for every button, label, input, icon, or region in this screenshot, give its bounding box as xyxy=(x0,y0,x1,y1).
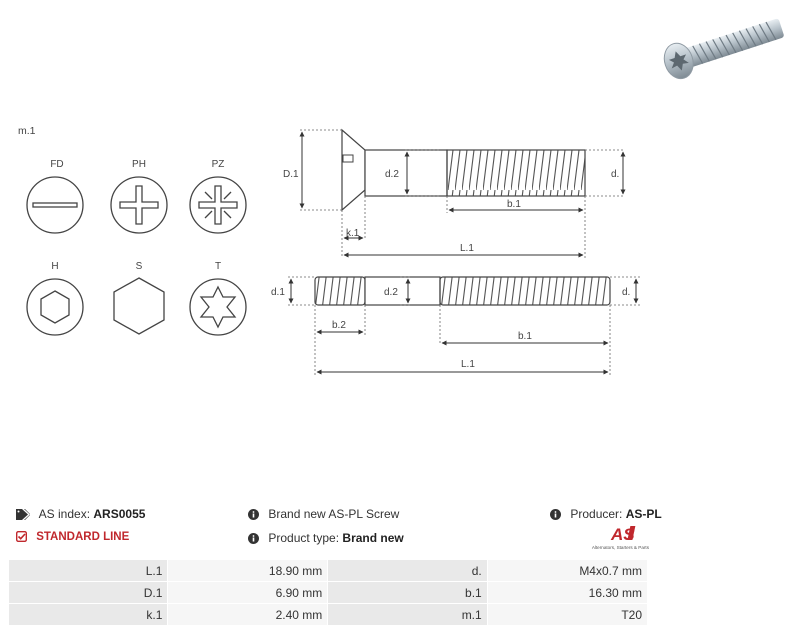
technical-drawing: m.1 FD PH PZ H S T xyxy=(18,125,640,375)
dim-label-bottom-d1: d.1 xyxy=(271,287,285,298)
drive-label-s: S xyxy=(136,261,143,272)
info-circle-icon xyxy=(248,509,259,521)
producer-label: Producer: xyxy=(570,507,623,521)
spec-value: T20 xyxy=(486,603,649,626)
brand-new-text: Brand new AS-PL Screw xyxy=(268,507,400,521)
spec-key: D.1 xyxy=(7,581,169,604)
product-type-label: Product type: xyxy=(268,531,340,545)
dim-label-top-k1: k.1 xyxy=(346,228,360,239)
spec-value: 18.90 mm xyxy=(167,559,329,582)
info-circle-icon xyxy=(248,533,259,545)
spec-table: L.1 18.90 mm d. M4x0.7 mm D.1 6.90 mm b.… xyxy=(7,559,649,626)
slotted-drive-icon xyxy=(26,176,84,234)
dim-label-top-d: d. xyxy=(611,169,619,180)
producer-value: AS-PL xyxy=(625,507,662,521)
info-circle-icon xyxy=(550,509,561,521)
drive-label-ph: PH xyxy=(132,159,146,170)
torx-drive-icon xyxy=(189,278,247,336)
table-row: k.1 2.40 mm m.1 T20 xyxy=(7,603,649,626)
spec-value: M4x0.7 mm xyxy=(486,559,649,582)
tags-icon xyxy=(16,509,30,521)
hex-socket-drive-icon xyxy=(26,278,84,336)
dim-label-top-d2: d.2 xyxy=(385,169,399,180)
dim-label-top-D1: D.1 xyxy=(283,169,299,180)
dim-label-bottom-d2: d.2 xyxy=(384,287,398,298)
as-index-info: AS index: ARS0055 xyxy=(16,507,145,521)
countersunk-screw-drawing xyxy=(299,128,626,258)
product-type-value: Brand new xyxy=(342,531,404,545)
as-index-label: AS index: xyxy=(38,507,91,521)
standard-line-text: STANDARD LINE xyxy=(36,531,130,543)
standard-line-badge: STANDARD LINE xyxy=(16,531,129,543)
spec-value: 6.90 mm xyxy=(167,581,329,604)
drive-label-pz: PZ xyxy=(212,159,225,170)
dim-label-bottom-d: d. xyxy=(622,287,630,298)
logo-tagline: Alternators, Starters & Parts xyxy=(592,545,650,550)
stud-screw-drawing xyxy=(288,276,640,375)
dim-label-bottom-L1: L.1 xyxy=(461,359,475,370)
producer-info: Producer: AS-PL xyxy=(550,507,662,521)
spec-key: k.1 xyxy=(7,603,169,626)
check-square-icon xyxy=(16,531,27,543)
producer-logo: AS Alternators, Starters & Parts xyxy=(592,525,650,550)
spec-value: 16.30 mm xyxy=(486,581,649,604)
dim-label-top-b1: b.1 xyxy=(507,199,521,210)
phillips-drive-icon xyxy=(110,176,168,234)
spec-key: d. xyxy=(327,559,488,582)
dim-label-bottom-b1: b.1 xyxy=(518,331,532,342)
spec-key: b.1 xyxy=(327,581,488,604)
pozidriv-drive-icon xyxy=(189,176,247,234)
drive-label-fd: FD xyxy=(50,159,63,170)
spec-key: m.1 xyxy=(327,603,488,626)
dim-label-bottom-b2: b.2 xyxy=(332,320,346,331)
product-type-info: Product type: Brand new xyxy=(248,531,404,545)
spec-key: L.1 xyxy=(7,559,169,582)
dim-label-top-L1: L.1 xyxy=(460,243,474,254)
as-index-value: ARS0055 xyxy=(93,507,146,521)
heads-label: m.1 xyxy=(18,125,36,137)
brand-new-info: Brand new AS-PL Screw xyxy=(248,507,399,521)
table-row: D.1 6.90 mm b.1 16.30 mm xyxy=(7,581,649,604)
hex-head-drive-icon xyxy=(113,277,165,335)
drive-label-h: H xyxy=(51,261,58,272)
drive-label-t: T xyxy=(215,261,221,272)
table-row: L.1 18.90 mm d. M4x0.7 mm xyxy=(7,559,649,582)
product-photo xyxy=(663,18,784,80)
spec-value: 2.40 mm xyxy=(167,603,329,626)
